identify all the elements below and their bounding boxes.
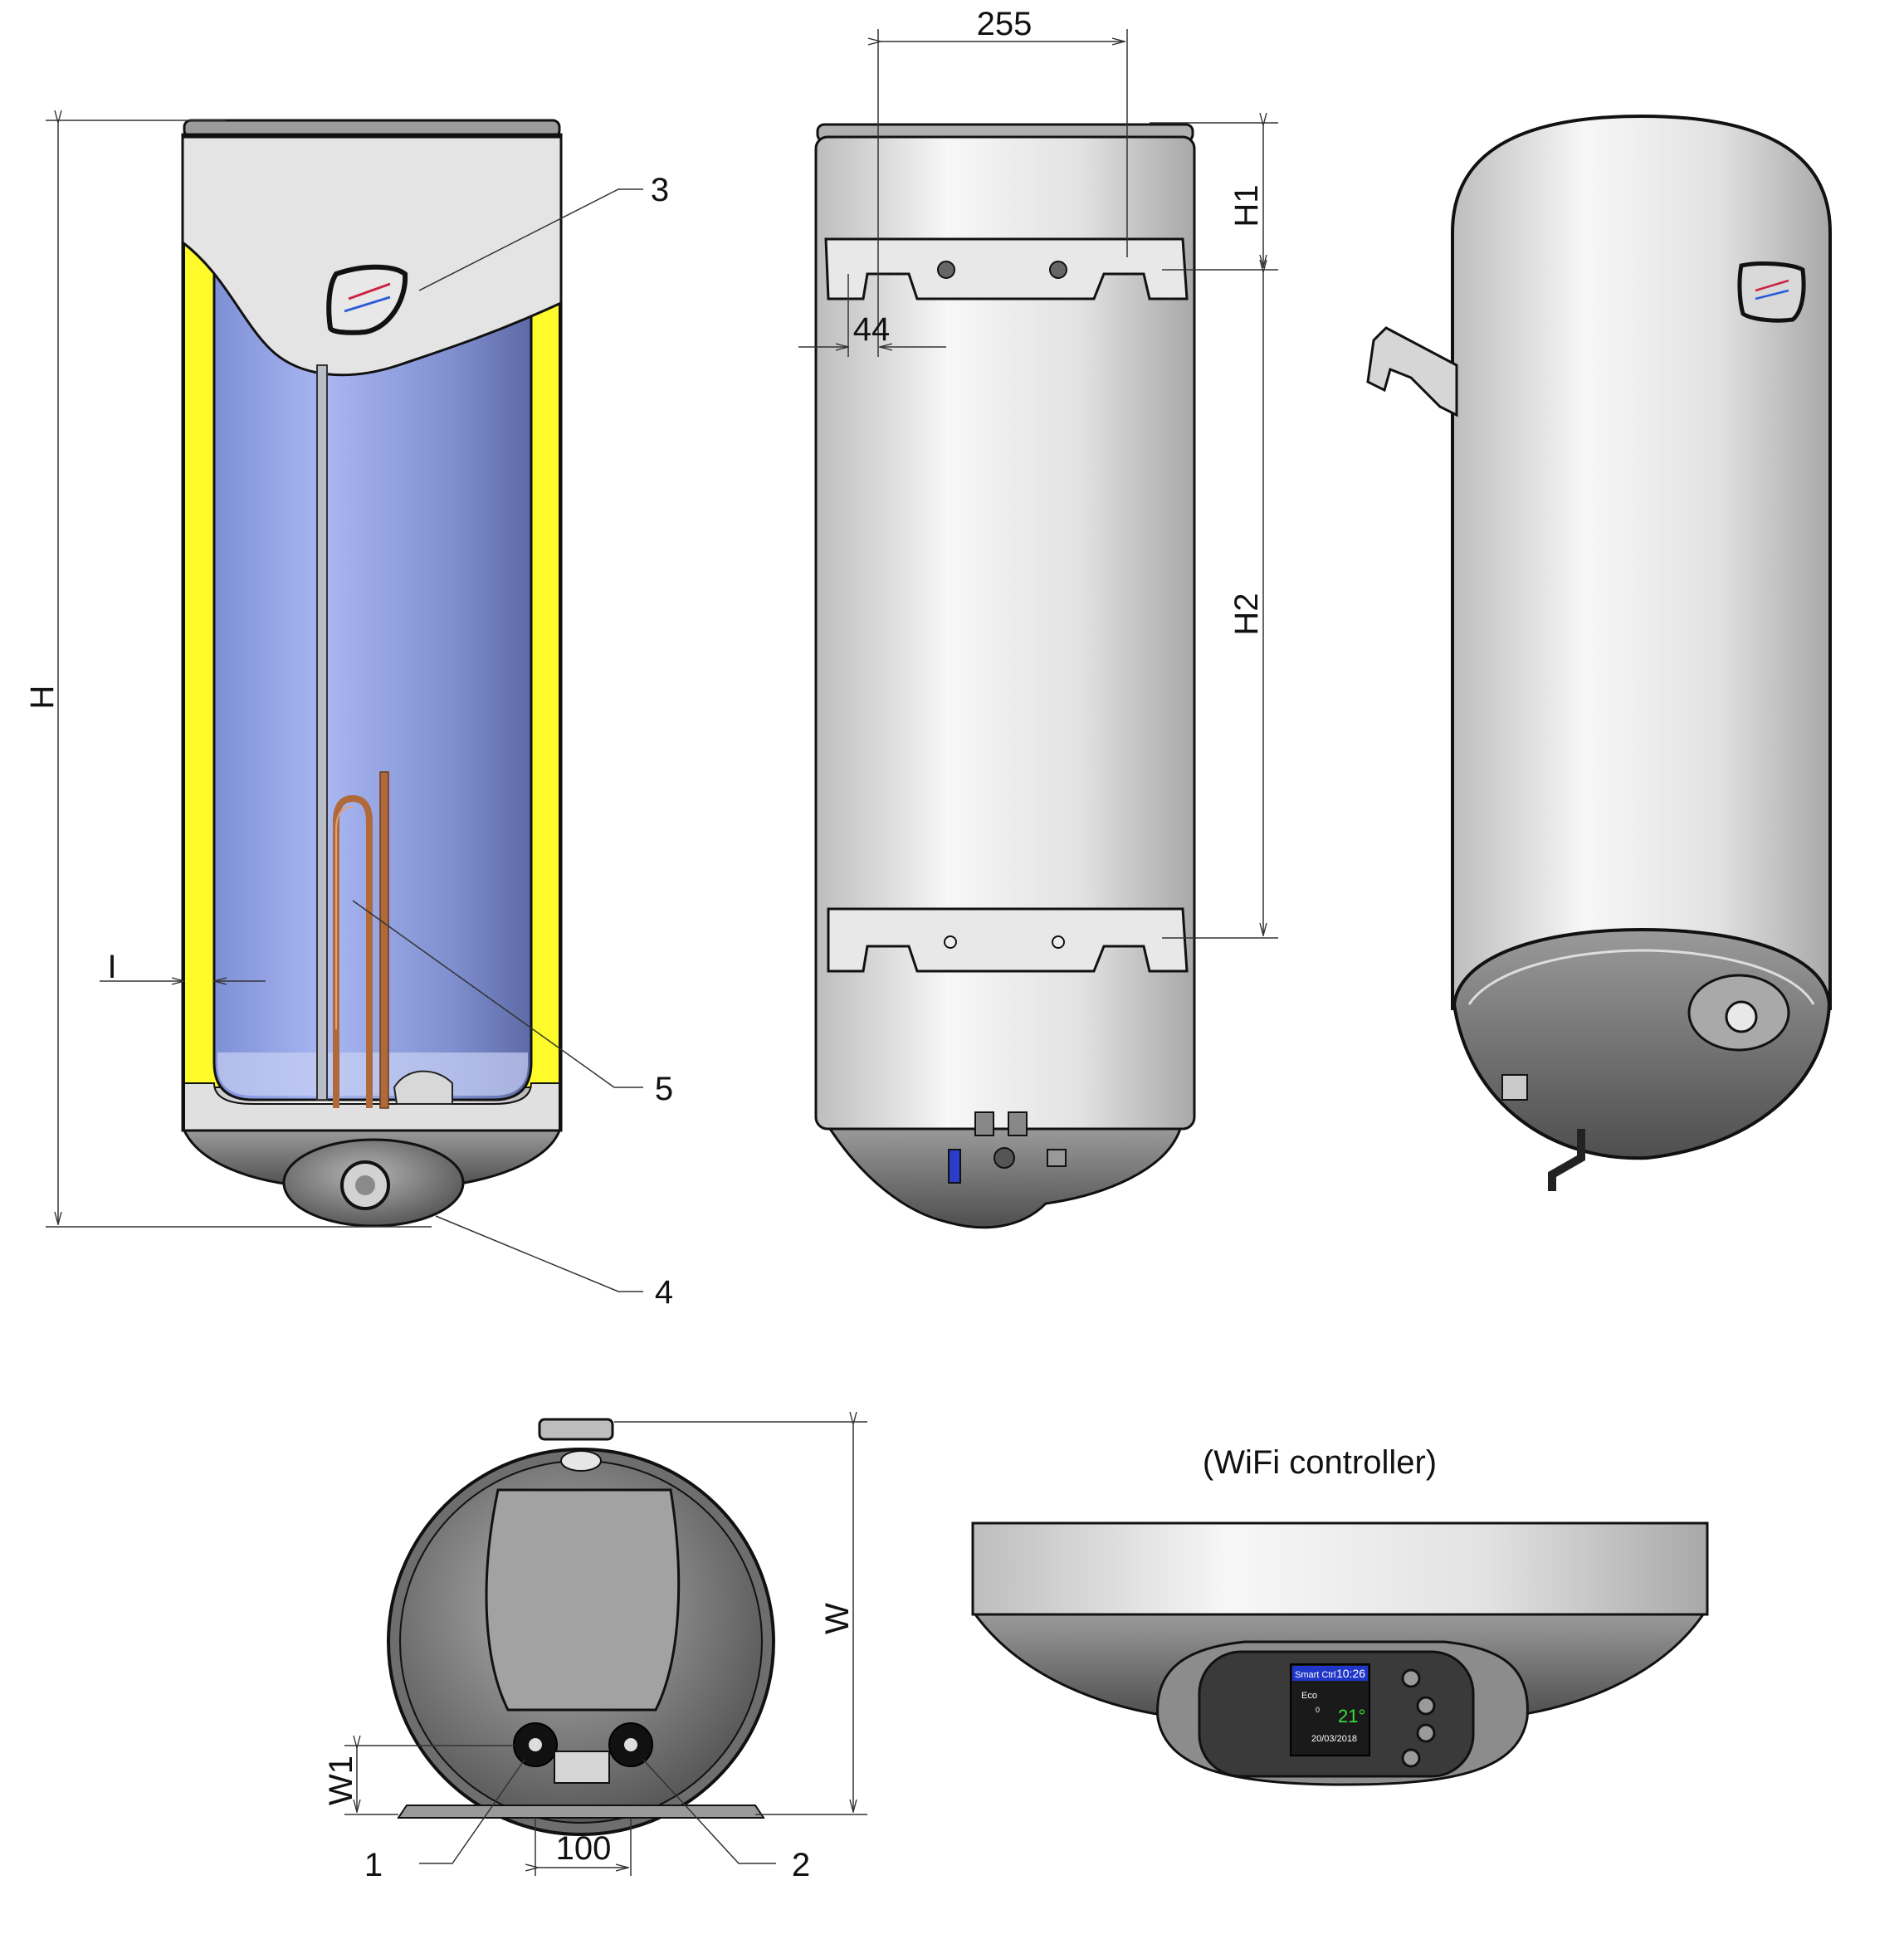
dimension-44: 44 <box>798 274 946 357</box>
wifi-view-casing <box>971 1521 1709 1616</box>
brand-logo-badge-front <box>326 264 408 335</box>
perspective-bottom <box>1452 927 1832 1160</box>
dim-label-H: H <box>24 686 61 710</box>
perspective-casing <box>1451 114 1832 1010</box>
callout-1: 1 <box>364 1759 525 1883</box>
dim-label-W: W <box>819 1603 856 1634</box>
dim-label-W1: W1 <box>323 1756 359 1805</box>
callout-label-3: 3 <box>651 172 669 208</box>
bottom-view-cover <box>485 1488 681 1712</box>
dim-label-44: 44 <box>853 311 891 348</box>
bottom-view-base-plate <box>397 1805 765 1819</box>
screen-value: 0 <box>1316 1706 1320 1714</box>
rear-bottom-base <box>828 1127 1183 1229</box>
callout-2: 2 <box>642 1759 810 1883</box>
inner-tank <box>212 247 533 1101</box>
dim-label-H2: H2 <box>1228 593 1265 635</box>
bottom-view <box>387 1418 775 1836</box>
top-mounting-bracket <box>824 237 1189 300</box>
callout-3: 3 <box>418 172 669 291</box>
dim-label-H1: H1 <box>1228 184 1265 227</box>
dimension-I: I <box>100 949 266 985</box>
perspective-view <box>1366 114 1832 1191</box>
dimension-W1: W1 <box>323 1746 515 1815</box>
callout-4: 4 <box>435 1215 673 1311</box>
controller-button-3[interactable] <box>1416 1723 1436 1743</box>
dimension-W: W <box>614 1422 867 1815</box>
callout-label-2: 2 <box>792 1847 810 1883</box>
dim-label-I: I <box>107 949 116 985</box>
screen-mode: Eco <box>1301 1691 1317 1701</box>
brand-logo-badge-perspective <box>1737 261 1806 323</box>
callout-5: 5 <box>352 900 673 1107</box>
controller-button-4[interactable] <box>1401 1748 1421 1768</box>
wifi-controller-caption: (WiFi controller) <box>1203 1444 1437 1481</box>
anode-rod <box>316 364 328 1101</box>
dim-label-100: 100 <box>556 1830 612 1867</box>
perspective-wall-bracket <box>1366 326 1458 418</box>
callout-label-1: 1 <box>364 1847 383 1883</box>
bottom-mounting-bracket <box>827 907 1189 973</box>
heating-element <box>333 794 373 1108</box>
cold-water-inlet <box>948 1149 961 1184</box>
callout-label-4: 4 <box>655 1274 673 1311</box>
callout-label-5: 5 <box>655 1071 673 1107</box>
cutaway-front-view <box>181 119 563 1228</box>
dimension-255: 255 <box>878 6 1128 357</box>
screen-temperature: 21° <box>1338 1706 1365 1726</box>
rear-view <box>814 123 1196 1229</box>
screen-time: 10:26 <box>1336 1667 1365 1680</box>
thermostat-tube <box>379 771 389 1109</box>
wifi-controller-view: Smart Ctrl 10:26 Eco 0 21° 20/03/2018 <box>971 1521 1709 1786</box>
perspective-outlet-pipe <box>1548 1129 1585 1191</box>
dim-label-255: 255 <box>977 6 1033 42</box>
screen-title: Smart Ctrl <box>1295 1670 1336 1680</box>
dimension-H: H <box>24 120 432 1228</box>
controller-button-2[interactable] <box>1416 1696 1436 1716</box>
dimension-100: 100 <box>535 1818 632 1876</box>
top-dome <box>181 135 563 377</box>
screen-date: 20/03/2018 <box>1311 1734 1357 1744</box>
dimension-H1-H2: H1 H2 <box>1150 123 1278 939</box>
controller-button-1[interactable] <box>1401 1668 1421 1688</box>
